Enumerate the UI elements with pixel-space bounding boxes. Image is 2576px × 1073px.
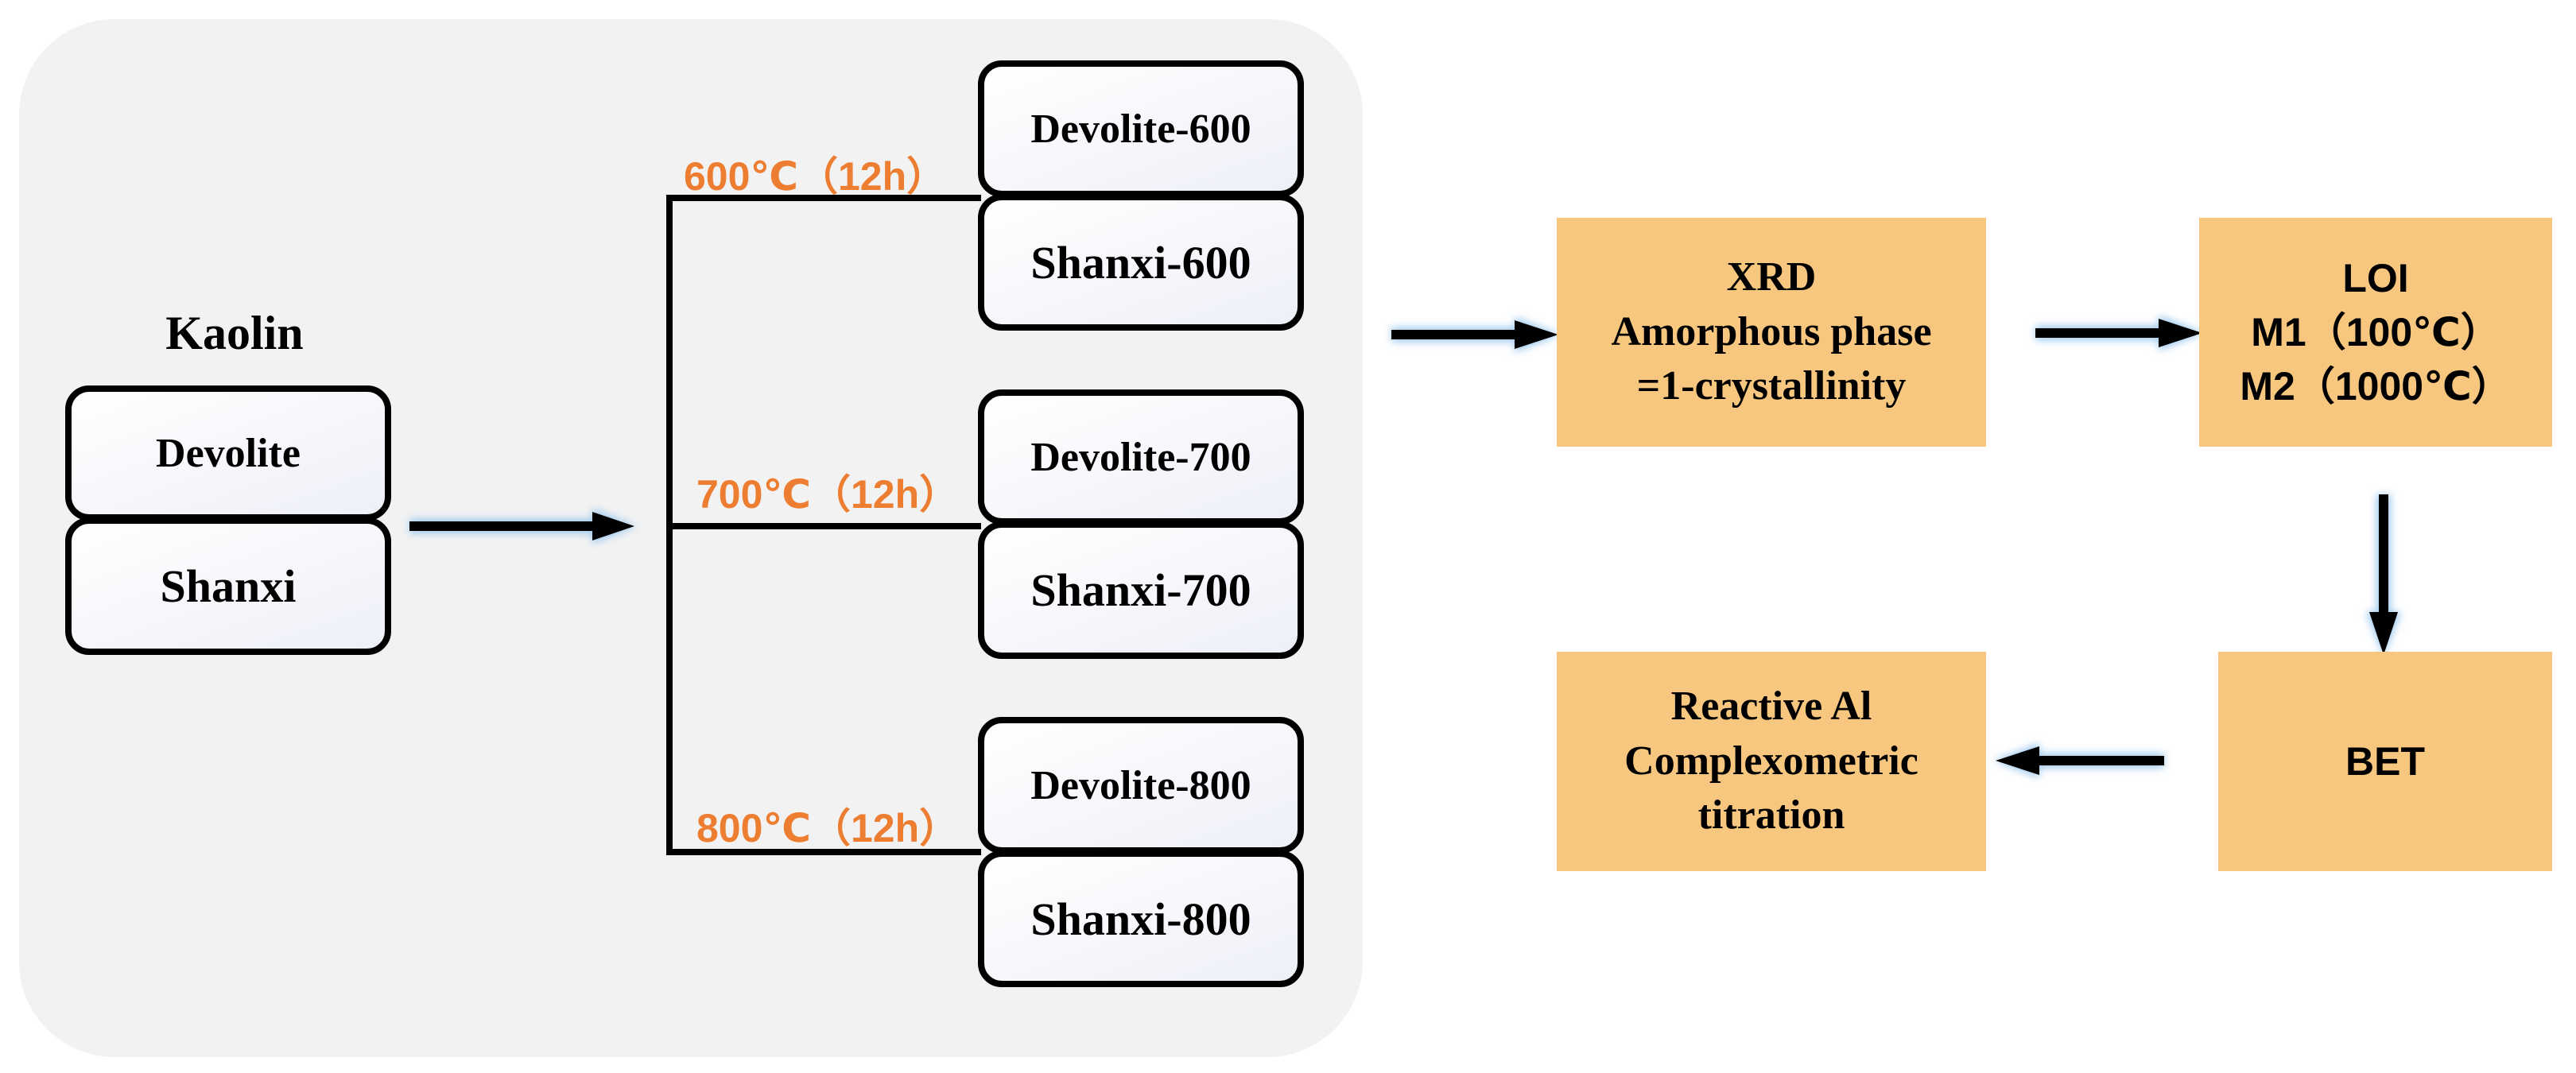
kaolin-title: Kaolin — [165, 307, 304, 359]
xrd-line-1: XRD — [1726, 254, 1817, 300]
product-devolite-800: Devolite-800 — [978, 717, 1304, 854]
temp-label-800: 800℃（12h） — [696, 806, 960, 850]
loi-line-1: LOI — [2342, 256, 2409, 300]
temp-label-600: 600℃（12h） — [684, 154, 947, 199]
xrd-line-3: =1-crystallinity — [1636, 363, 1907, 409]
step-bet: BET — [2218, 652, 2552, 871]
step-xrd: XRD Amorphous phase =1-crystallinity — [1557, 218, 1986, 447]
product-shanxi-800: Shanxi-800 — [978, 850, 1304, 987]
arrow-to-xrd — [1391, 317, 1560, 352]
bet-label: BET — [2345, 739, 2425, 784]
product-devolite-700: Devolite-700 — [978, 389, 1304, 525]
kaolin-devolite-box: Devolite — [65, 385, 391, 521]
arrow-xrd-to-loi — [2035, 316, 2204, 351]
product-shanxi-700: Shanxi-700 — [978, 521, 1304, 659]
temp-label-700: 700℃（12h） — [696, 472, 960, 517]
step-reactive-al: Reactive Al Complexometric titration — [1557, 652, 1986, 871]
loi-line-3: M2（1000℃） — [2240, 364, 2512, 409]
xrd-line-2: Amorphous phase — [1611, 308, 1932, 354]
product-devolite-600: Devolite-600 — [978, 60, 1304, 197]
arrow-kaolin-to-calcination — [409, 509, 636, 544]
reactive-al-line-3: titration — [1697, 792, 1845, 839]
kaolin-shanxi-box: Shanxi — [65, 517, 391, 655]
arrow-bet-to-reactive-al — [1994, 743, 2164, 778]
reactive-al-line-1: Reactive Al — [1670, 684, 1872, 730]
reactive-al-line-2: Complexometric — [1624, 738, 1918, 784]
product-shanxi-600: Shanxi-600 — [978, 194, 1304, 331]
step-loi: LOI M1（100℃） M2（1000℃） — [2199, 218, 2552, 447]
arrow-loi-to-bet — [2366, 494, 2401, 657]
loi-line-2: M1（100℃） — [2251, 310, 2500, 354]
